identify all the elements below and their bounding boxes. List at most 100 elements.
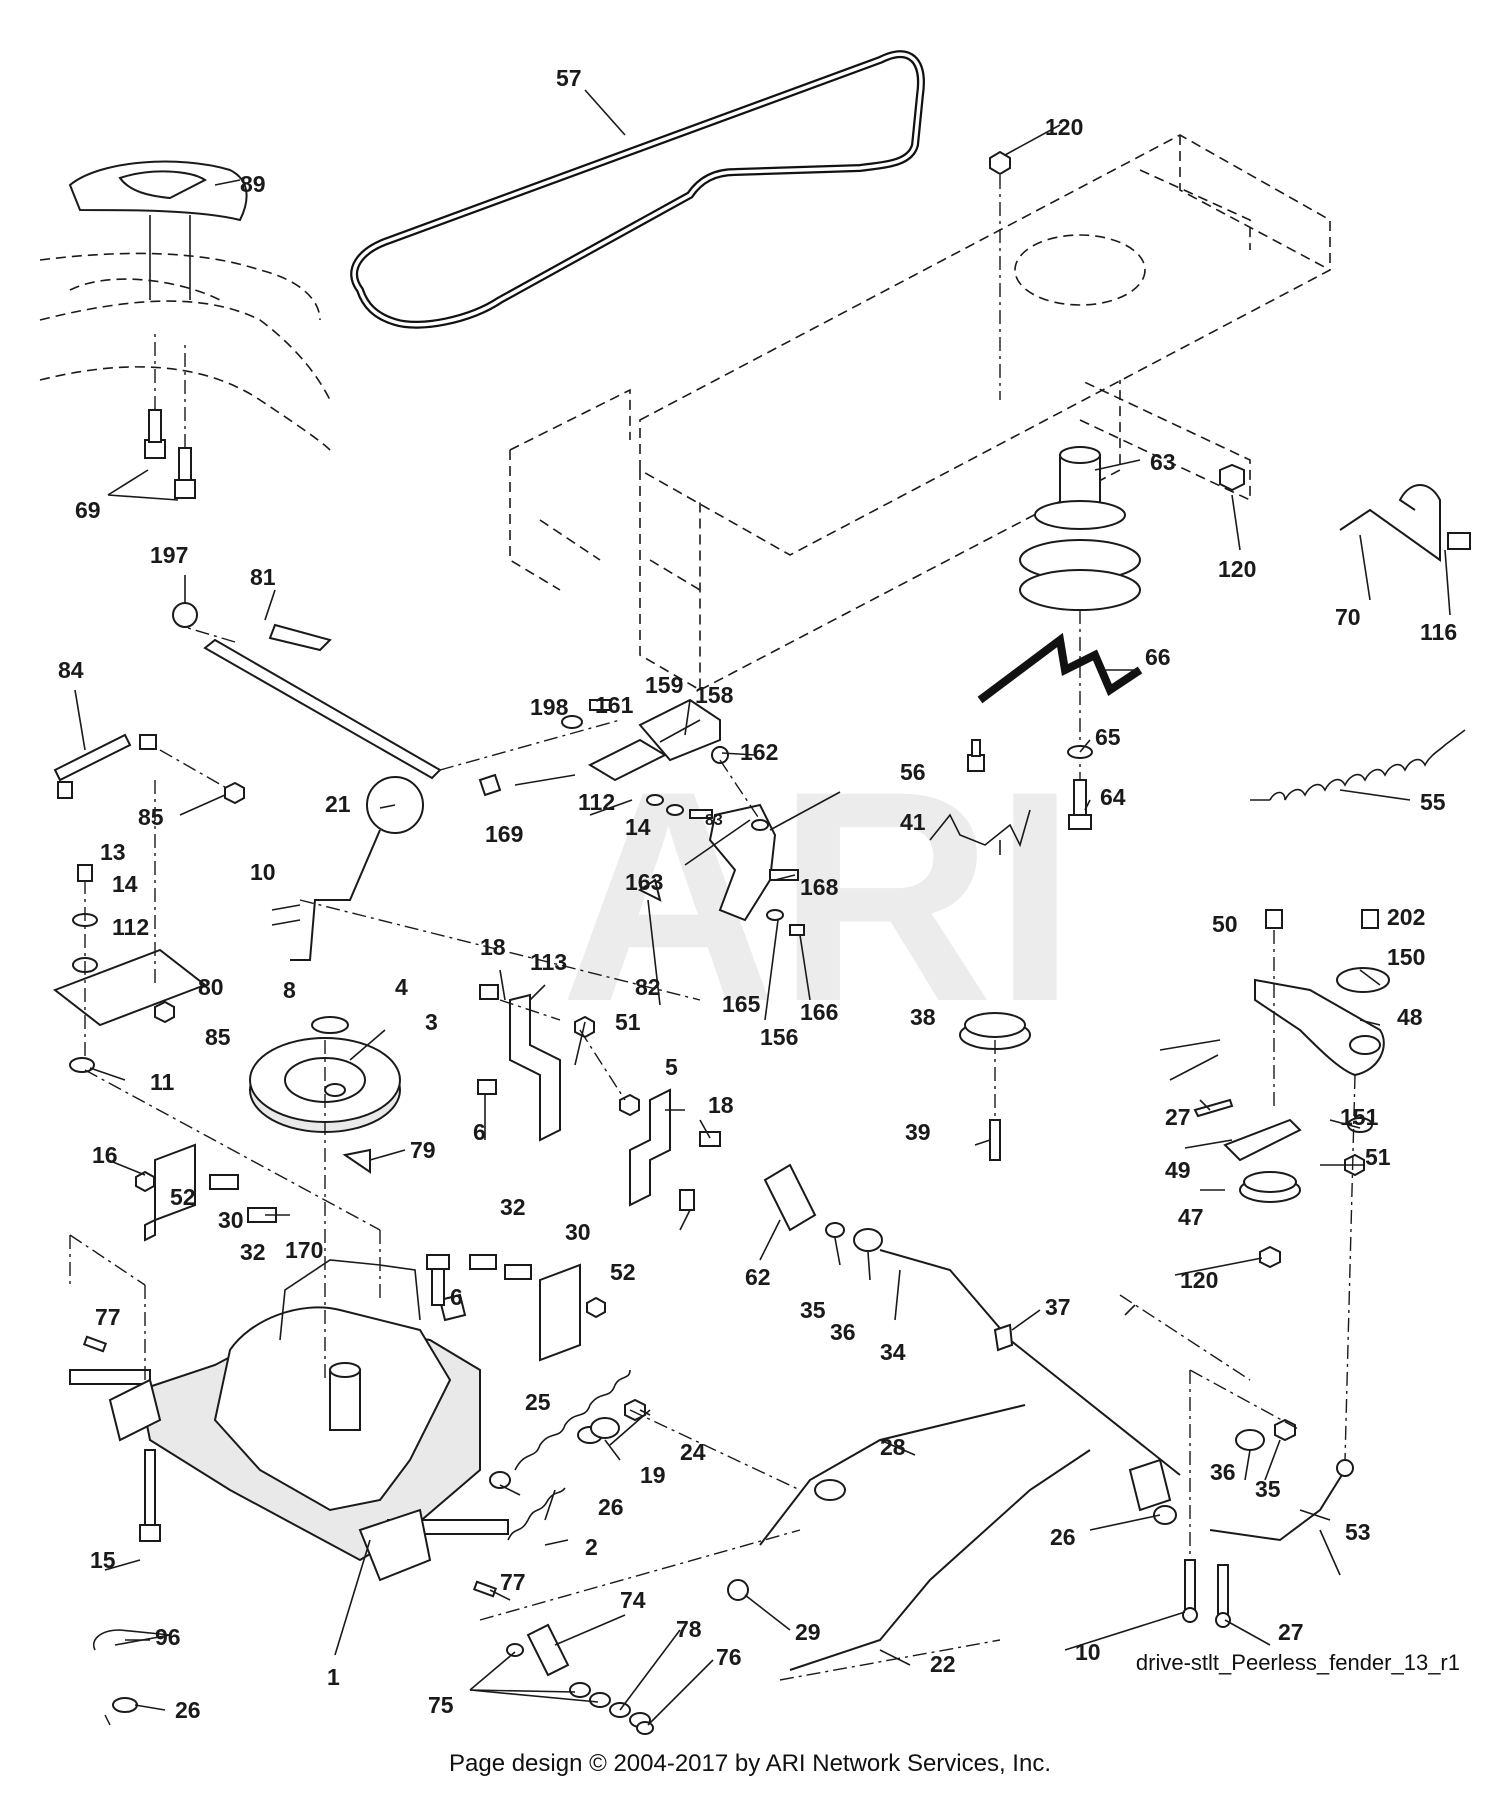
callout-120: 120 bbox=[1180, 1267, 1218, 1293]
pulley-63 bbox=[1019, 446, 1141, 790]
callout-36: 36 bbox=[830, 1319, 856, 1345]
callout-52: 52 bbox=[610, 1259, 636, 1285]
leader-lines bbox=[74, 89, 1451, 1726]
callout-63: 63 bbox=[1150, 449, 1176, 475]
callout-27: 27 bbox=[1165, 1104, 1191, 1130]
callout-4: 4 bbox=[395, 974, 408, 1000]
callout-83: 83 bbox=[705, 812, 723, 829]
callout-26: 26 bbox=[598, 1494, 624, 1520]
callout-19: 19 bbox=[640, 1462, 666, 1488]
rods-linkage bbox=[727, 1163, 1354, 1671]
callout-79: 79 bbox=[410, 1137, 436, 1163]
callout-197: 197 bbox=[150, 542, 188, 568]
callout-51: 51 bbox=[615, 1009, 641, 1035]
callout-161: 161 bbox=[595, 692, 634, 718]
callout-89: 89 bbox=[240, 171, 266, 197]
callout-28: 28 bbox=[880, 1434, 906, 1460]
callout-39: 39 bbox=[905, 1119, 931, 1145]
callout-163: 163 bbox=[625, 869, 663, 895]
callout-labels: 57 120 89 69 63 120 70 116 197 81 84 198… bbox=[58, 65, 1457, 1723]
callout-11: 11 bbox=[150, 1069, 175, 1095]
callout-202: 202 bbox=[1387, 904, 1425, 930]
drive-belt-57 bbox=[350, 50, 925, 329]
callout-14: 14 bbox=[112, 871, 138, 897]
callout-48: 48 bbox=[1397, 1004, 1423, 1030]
callout-75: 75 bbox=[428, 1692, 454, 1718]
callout-66: 66 bbox=[1145, 644, 1171, 670]
callout-8: 8 bbox=[283, 977, 296, 1003]
callout-159: 159 bbox=[645, 672, 683, 698]
callout-29: 29 bbox=[795, 1619, 821, 1645]
callout-49: 49 bbox=[1165, 1157, 1191, 1183]
callout-166: 166 bbox=[800, 999, 838, 1025]
callout-27: 27 bbox=[1278, 1619, 1304, 1645]
callout-65: 65 bbox=[1095, 724, 1121, 750]
callout-13: 13 bbox=[100, 839, 126, 865]
idler-38 bbox=[959, 1012, 1031, 1161]
callout-6: 6 bbox=[450, 1284, 463, 1310]
callout-120: 120 bbox=[1218, 556, 1256, 582]
tractor-frame bbox=[509, 134, 1331, 692]
callout-51: 51 bbox=[1365, 1144, 1391, 1170]
connector-lines bbox=[69, 627, 1356, 1726]
fender-outline bbox=[39, 252, 331, 451]
callout-57: 57 bbox=[556, 65, 582, 91]
watermark: ARI bbox=[560, 728, 1077, 1064]
pulley-3 bbox=[249, 1016, 401, 1174]
callout-1: 1 bbox=[327, 1664, 340, 1690]
page-footer: Page design © 2004-2017 by ARI Network S… bbox=[448, 1750, 1051, 1777]
callout-113: 113 bbox=[530, 949, 567, 975]
callout-77: 77 bbox=[95, 1304, 121, 1330]
shaft-81 bbox=[172, 602, 442, 780]
nut-120-top bbox=[989, 150, 1011, 400]
callout-41: 41 bbox=[900, 809, 926, 835]
callout-2: 2 bbox=[585, 1534, 598, 1560]
callout-24: 24 bbox=[680, 1439, 706, 1465]
callout-70: 70 bbox=[1335, 604, 1361, 630]
callout-22: 22 bbox=[930, 1651, 956, 1677]
callout-84: 84 bbox=[58, 657, 84, 683]
callout-36: 36 bbox=[1210, 1459, 1236, 1485]
callout-21: 21 bbox=[325, 791, 351, 817]
callout-85: 85 bbox=[205, 1024, 231, 1050]
callout-116: 116 bbox=[1420, 619, 1457, 645]
callout-78: 78 bbox=[676, 1616, 702, 1642]
callout-170: 170 bbox=[285, 1237, 323, 1263]
callout-10: 10 bbox=[1075, 1639, 1101, 1665]
idler-arm-48 bbox=[1193, 909, 1390, 1269]
nut-120-mid bbox=[1219, 463, 1245, 492]
callout-158: 158 bbox=[695, 682, 734, 708]
callout-55: 55 bbox=[1420, 789, 1446, 815]
callout-26: 26 bbox=[175, 1697, 201, 1723]
callout-96: 96 bbox=[155, 1624, 181, 1650]
bracket-165 bbox=[638, 803, 805, 936]
fender-cap-89 bbox=[68, 160, 248, 300]
callout-35: 35 bbox=[1255, 1476, 1281, 1502]
drawing-id: drive-stlt_Peerless_fender_13_r1 bbox=[1135, 1650, 1460, 1675]
callout-10: 10 bbox=[250, 859, 276, 885]
callout-15: 15 bbox=[90, 1547, 116, 1573]
callout-198: 198 bbox=[530, 694, 569, 720]
callout-30: 30 bbox=[565, 1219, 591, 1245]
bracket-5 bbox=[619, 1088, 721, 1211]
spring-66 bbox=[977, 632, 1143, 704]
bracket-assembly-158 bbox=[478, 698, 729, 819]
callout-81: 81 bbox=[250, 564, 276, 590]
callout-6: 6 bbox=[473, 1119, 486, 1145]
callout-32: 32 bbox=[500, 1194, 526, 1220]
callout-169: 169 bbox=[485, 821, 523, 847]
callout-151: 151 bbox=[1340, 1104, 1379, 1130]
bolts-69 bbox=[107, 330, 196, 501]
callout-69: 69 bbox=[75, 497, 101, 523]
callout-64: 64 bbox=[1100, 784, 1126, 810]
callout-74: 74 bbox=[620, 1587, 646, 1613]
callout-5: 5 bbox=[665, 1054, 678, 1080]
callout-77: 77 bbox=[500, 1569, 526, 1595]
callout-30: 30 bbox=[218, 1207, 244, 1233]
rod-70 bbox=[1339, 484, 1471, 562]
callout-16: 16 bbox=[92, 1142, 118, 1168]
callout-14: 14 bbox=[625, 814, 651, 840]
callout-112: 112 bbox=[112, 914, 149, 940]
callout-62: 62 bbox=[745, 1264, 771, 1290]
